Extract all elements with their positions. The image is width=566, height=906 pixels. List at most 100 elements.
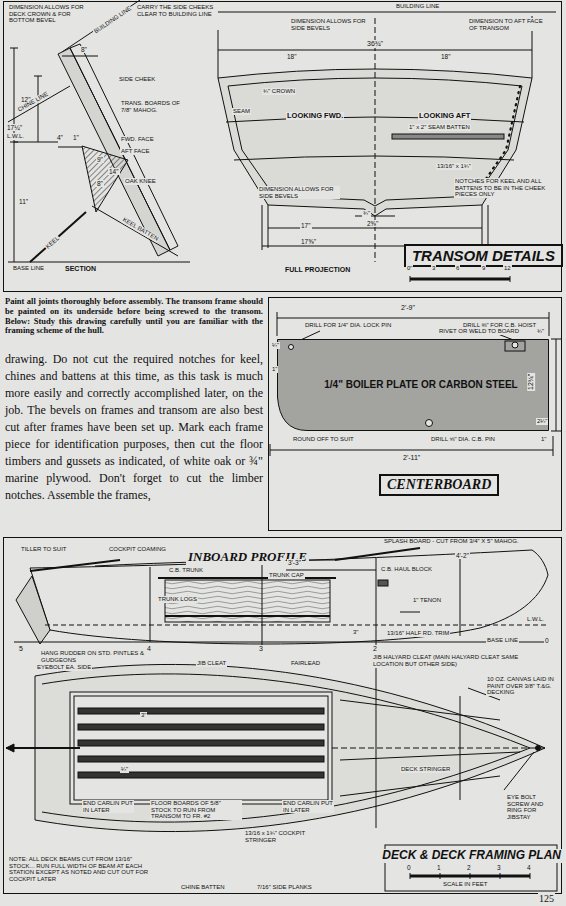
dimension-label: SEAM (232, 108, 251, 115)
dimension-label: EYE BOLT SCREW AND RING FOR JIBSTAY (506, 794, 560, 821)
dimension-label: C.B. TRUNK (168, 567, 204, 574)
body-text: Paint all joints thoroughly before assem… (4, 297, 264, 336)
dimension-label: 9 (481, 265, 486, 272)
dimension-label: 3" (352, 629, 359, 636)
dimension-label: 3'-3" (287, 559, 302, 566)
dimension-label: 3" (140, 712, 147, 719)
dimension-label: 9" (96, 156, 104, 163)
dimension-label: DECK STRINGER (400, 766, 451, 773)
dimension-label: 0" (406, 265, 413, 272)
dimension-label: 1" (271, 366, 278, 373)
panel-title: CENTERBOARD (379, 474, 499, 496)
dimension-label: TRUNK LOGS (157, 596, 198, 603)
dimension-label: BUILDING LINE (92, 5, 133, 36)
dimension-label: 0 (544, 637, 550, 644)
dimension-label: 10 OZ. CANVAS LAID IN PAINT OVER 3/8" T.… (486, 676, 560, 696)
dimension-label: AFT FACE (120, 148, 151, 155)
dimension-label: 0 (406, 864, 412, 871)
dimension-label: 4'-2" (455, 552, 470, 559)
body-text: 125 (538, 893, 555, 904)
dimension-label: TILLER TO SUIT (20, 546, 67, 553)
dimension-label: 5 (18, 645, 24, 653)
dimension-label: HANG RUDDER ON STD. PINTLES & GUDGEONS (40, 650, 162, 663)
dimension-label: OAK KNEE (124, 178, 157, 185)
dimension-label: DIMENSION ALLOWS FOR SIDE BEVELS (258, 186, 340, 199)
dimension-label: 12 (503, 265, 512, 272)
dimension-label: DRILL ⅝" DIA. C.B. PIN (430, 436, 496, 443)
dimension-label: DIMENSION ALLOWS FOR SIDE BEVELS (290, 18, 372, 31)
dimension-label: 4 (146, 645, 152, 653)
dimension-label: END CARLIN PUT IN LATER (82, 800, 134, 813)
dimension-label: BASE LINE (486, 637, 519, 644)
material-note: 1/4" BOILER PLATE OR CARBON STEEL (313, 379, 529, 391)
dimension-label: 2 (372, 645, 378, 653)
dimension-label: 17" (300, 222, 312, 229)
dimension-label: TRANS. BOARDS OF 7/8" MAHOG. (120, 100, 188, 113)
dimension-label: 1" x 2" SEAM BATTEN (408, 124, 471, 131)
dimension-label: L.W.L. (526, 616, 545, 623)
dimension-label: SPLASH BOARD - CUT FROM 3/4" X 5" MAHOG. (383, 538, 535, 545)
dimension-label: 2⅝" (366, 220, 379, 227)
dimension-label: LOOKING FWD. (286, 112, 344, 120)
dimension-label: 11" (18, 198, 29, 205)
dimension-label: LOOKING AFT (418, 112, 471, 120)
panel-title: TRANSOM DETAILS (404, 244, 563, 267)
transom-projection (200, 12, 556, 282)
dimension-label: CHINE BATTEN (180, 884, 226, 891)
transom-section (8, 0, 190, 262)
drawing-panel: TRANSOM DETAILS (3, 1, 562, 292)
dimension-label: 4" (56, 134, 64, 141)
dimension-label: NOTCHES FOR KEEL AND ALL BATTENS TO BE I… (454, 178, 560, 198)
dimension-label: 6 (455, 265, 460, 272)
dimension-label: ¼" (271, 342, 280, 349)
dimension-label: ROUND OFF TO SUIT (292, 436, 355, 443)
dimension-label: 18" (286, 53, 298, 60)
dimension-label: ¾" CROWN (262, 88, 296, 95)
dimension-label: SECTION (64, 265, 97, 273)
dimension-label: FWD. FACE (120, 136, 155, 143)
dimension-label: JIB HALYARD CLEAT (MAIN HALYARD CLEAT SA… (372, 654, 524, 667)
dimension-label: KEEL (44, 234, 61, 251)
dimension-label: 8" (96, 180, 104, 187)
dimension-label: 7/16" SIDE PLANKS (256, 884, 313, 891)
dimension-label: 17¼" (6, 124, 23, 131)
dimension-label: END CARLIN PUT IN LATER (282, 800, 334, 813)
dimension-label: COCKPIT COAMING (108, 546, 167, 553)
dimension-label: 14" (108, 168, 120, 175)
dimension-label: SCALE IN FEET (442, 881, 488, 888)
dimension-label: FLOOR BOARDS OF 5/8" STOCK TO RUN FROM T… (150, 800, 242, 820)
dimension-label: 4 (526, 864, 532, 871)
dimension-label: JIB CLEAT (196, 660, 227, 667)
dimension-label: ¼" (120, 766, 129, 773)
dimension-label: NOTE: ALL DECK BEAMS CUT FROM 13/16" STO… (8, 856, 160, 883)
dimension-label: 13/16 x 1¾" COCKPIT STRINGER (244, 830, 326, 843)
dimension-label: EYEBOLT EA. SIDE (36, 664, 92, 671)
dimension-label: 2'-11" (402, 454, 421, 462)
dimension-label: 18" (440, 53, 452, 60)
dimension-label: 1" (540, 436, 547, 443)
dimension-label: 13/16" HALF RD. TRIM (386, 630, 450, 637)
body-text: drawing. Do not cut the required notches… (4, 351, 264, 504)
dimension-label: BUILDING LINE (395, 3, 440, 10)
panel-title: DECK & DECK FRAMING PLAN (380, 849, 563, 863)
dimension-label: 3 (496, 864, 502, 871)
dimension-label: 1" TENON (412, 597, 442, 604)
inboard-profile (14, 548, 548, 648)
dimension-label: RIVET OR WELD TO BOARD (438, 328, 520, 335)
dimension-label: 12¾" (527, 373, 535, 391)
dimension-label: DIMENSION ALLOWS FOR DECK CROWN & FOR BO… (8, 4, 90, 24)
dimension-label: 13/16" x 1¾" (436, 163, 472, 170)
dimension-label: 3 (431, 265, 436, 272)
dimension-label: 36¾" (366, 40, 384, 48)
centerboard-dims (270, 312, 561, 456)
dimension-label: C.B. HAUL BLOCK (380, 566, 433, 573)
dimension-label: ¾" (536, 328, 545, 335)
dimension-label: BASE LINE (12, 265, 45, 272)
dimension-label: 2¼" (536, 418, 548, 425)
dimension-label: SIDE CHEEK (118, 76, 156, 83)
dimension-label: 17⅝" (300, 238, 317, 245)
dimension-label: L.W.L. (6, 133, 25, 140)
dimension-label: 2'-9" (400, 304, 416, 312)
dimension-label: FAIRLEAD (290, 660, 321, 667)
